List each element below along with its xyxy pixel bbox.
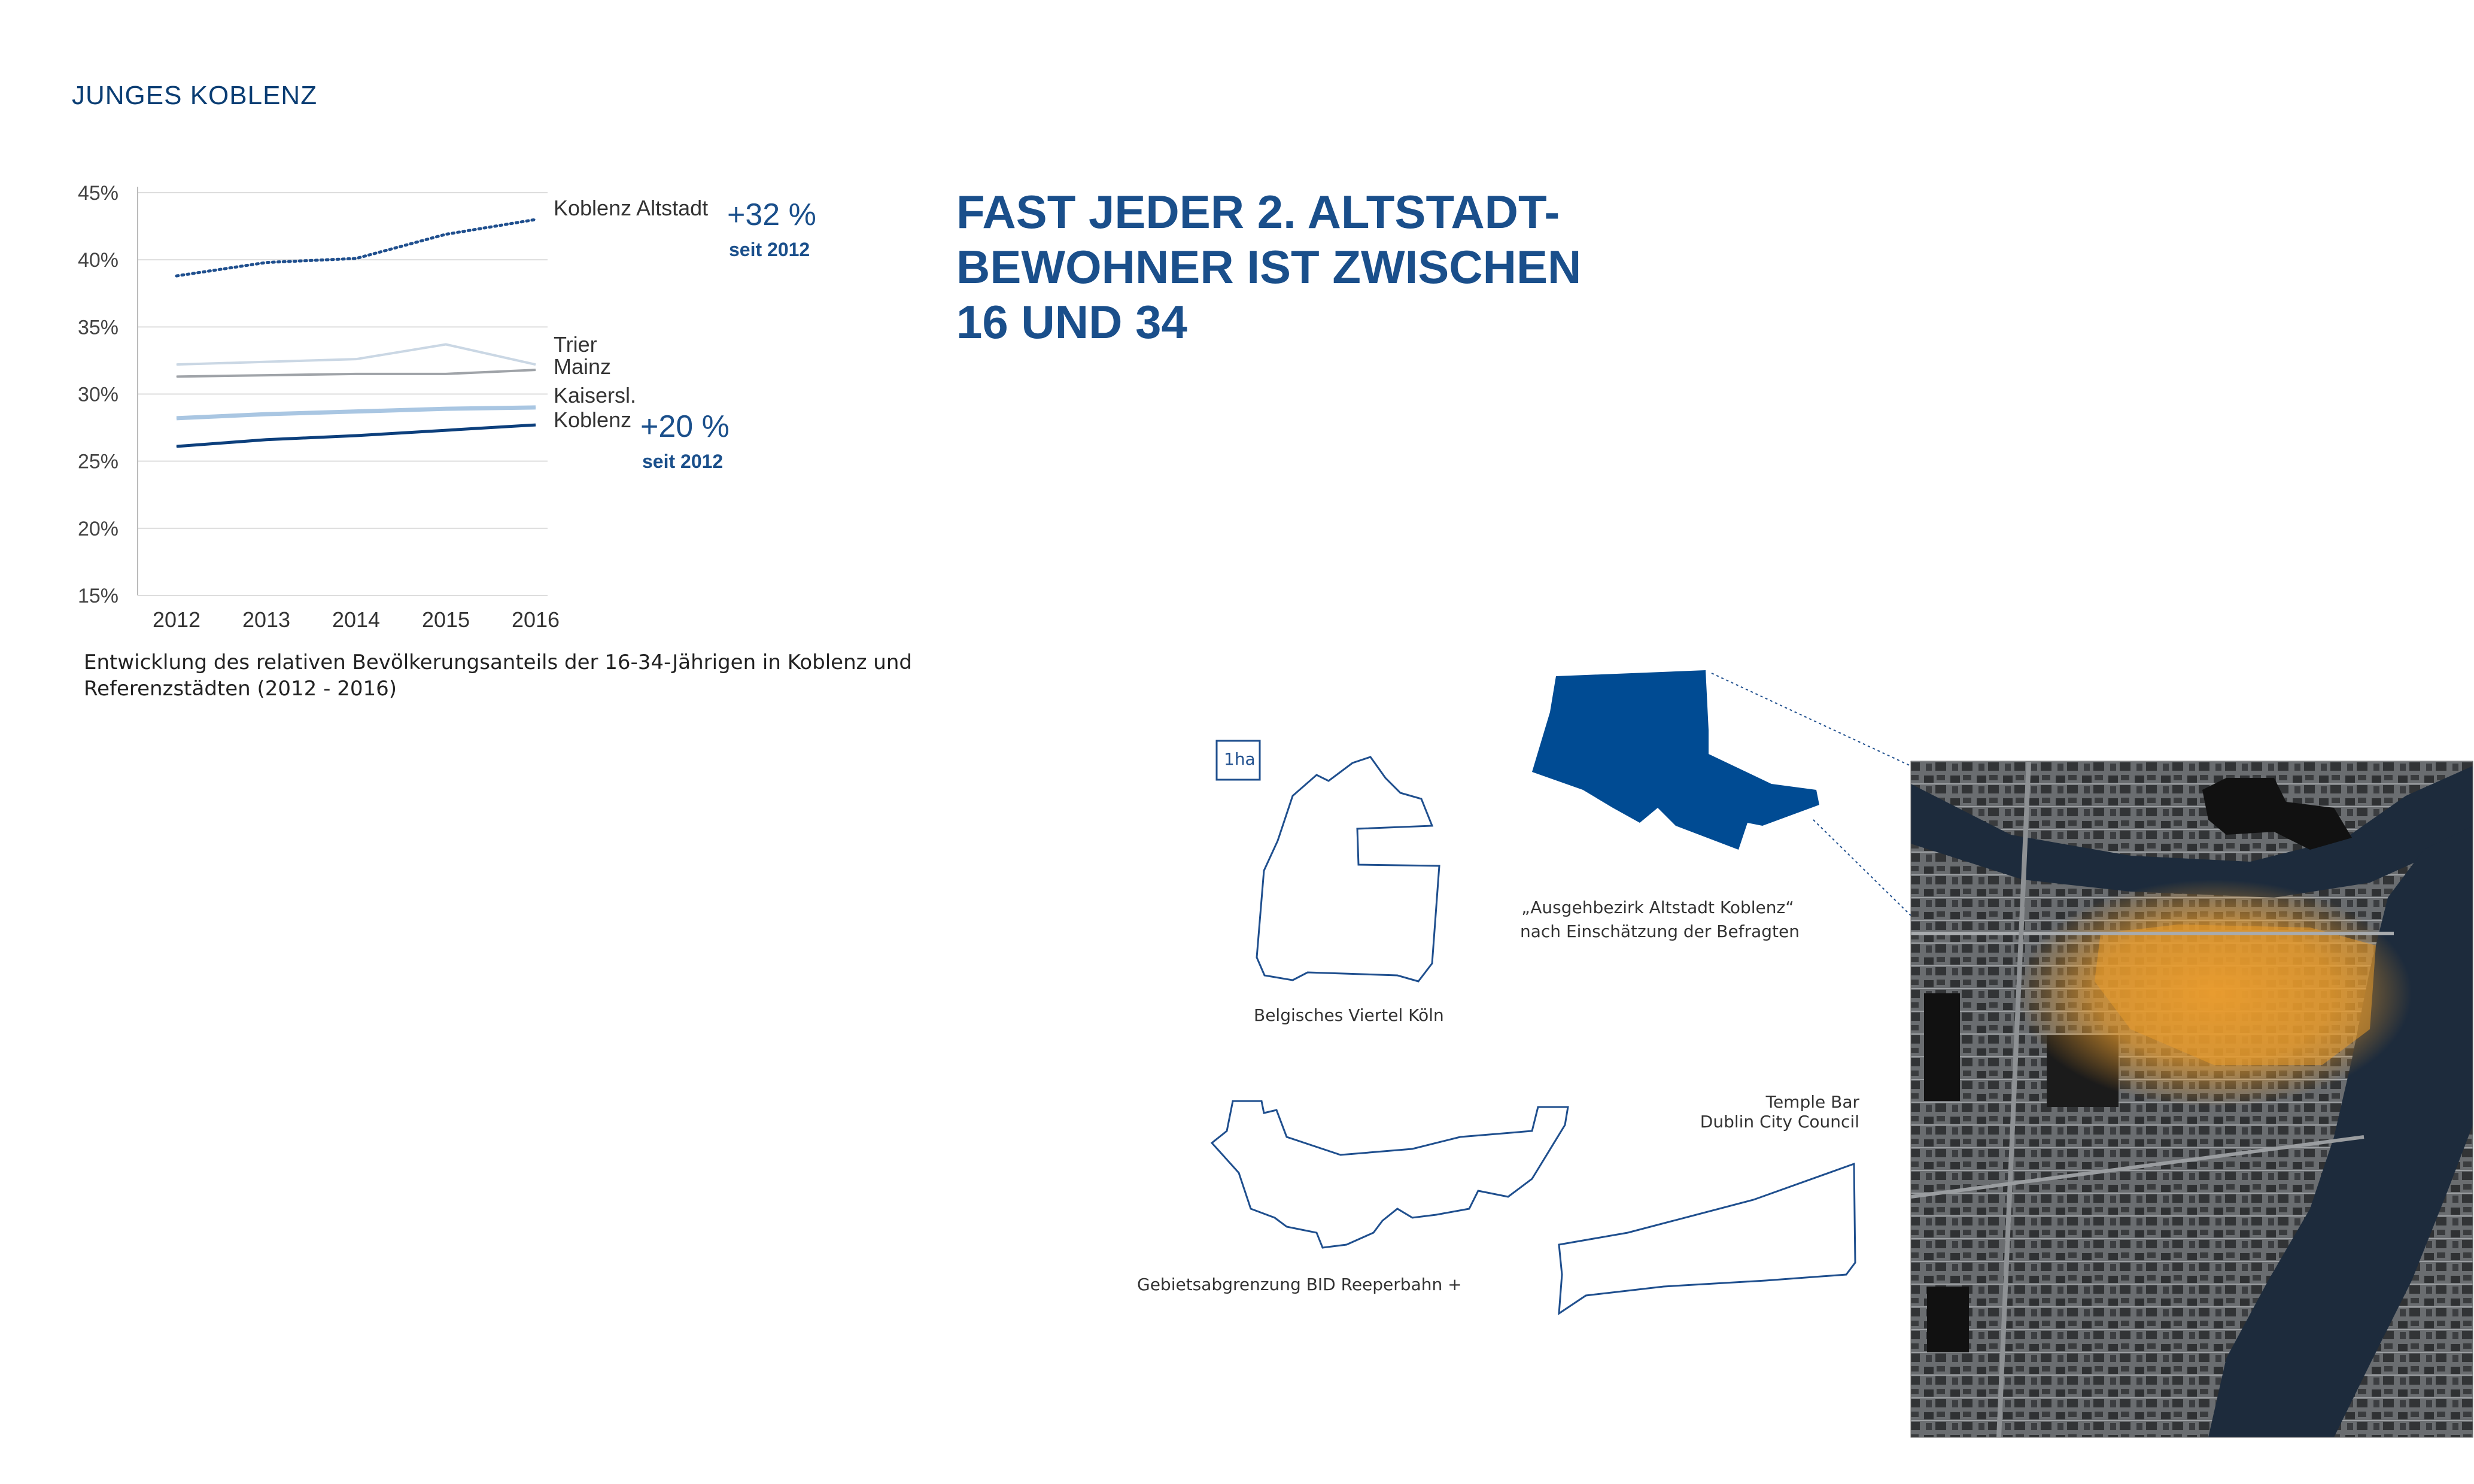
y-tick-label: 40%: [78, 249, 118, 272]
scale-label: 1ha: [1224, 749, 1256, 769]
data-point: [266, 439, 267, 440]
koblenz-change-label: +20 %: [640, 409, 730, 444]
x-tick-label: 2012: [153, 607, 200, 632]
data-point: [266, 361, 267, 363]
chart-lines: [175, 218, 537, 448]
x-tick-label: 2013: [242, 607, 290, 632]
series-label: Kaisersl.: [554, 383, 636, 408]
y-tick-label: 35%: [78, 316, 118, 339]
connector-line-bottom: [1813, 819, 1911, 916]
chart-caption: Entwicklung des relativen Bevölkerungsan…: [84, 649, 912, 702]
data-point: [355, 373, 357, 375]
river-mosel: [1911, 766, 2473, 898]
ausgehbezirk-label-line-1: „Ausgehbezirk Altstadt Koblenz“: [1521, 898, 1794, 917]
connector-line-top: [1711, 673, 1911, 767]
belgisches-viertel-outline: [1256, 756, 1440, 983]
y-tick-label: 25%: [78, 451, 118, 473]
y-tick-label: 30%: [78, 384, 118, 406]
ausgehbezirk-label-line-2: nach Einschätzung der Befragten: [1520, 922, 1800, 941]
headline: FAST JEDER 2. ALTSTADT- BEWOHNER IST ZWI…: [956, 184, 1581, 349]
y-tick-label: 15%: [78, 585, 118, 607]
headline-line-1: FAST JEDER 2. ALTSTADT-: [956, 186, 1560, 238]
scale-box: [1215, 740, 1261, 781]
y-tick-label: 20%: [78, 518, 118, 540]
data-point: [355, 358, 357, 360]
y-tick-labels: 45% 40% 35% 30% 25% 20% 15%: [78, 182, 118, 607]
reeperbahn-label: Gebietsabgrenzung BID Reeperbahn +: [1137, 1275, 1462, 1294]
series-label: Trier: [554, 332, 597, 357]
altstadt-change-label: +32 %: [727, 197, 816, 232]
series-label: Koblenz Altstadt: [554, 196, 708, 220]
ausgehbezirk-label: „Ausgehbezirk Altstadt Koblenz“ nach Ein…: [1520, 896, 1800, 944]
temple-bar-outline: [1558, 1162, 1856, 1315]
data-point: [355, 258, 357, 259]
koblenz-since-label: seit 2012: [642, 451, 723, 472]
data-point: [266, 262, 267, 263]
caption-line-2: Referenzstädten (2012 - 2016): [84, 677, 397, 701]
temple-bar-label-line-1: Temple Bar: [1765, 1092, 1859, 1112]
data-point: [266, 375, 267, 376]
altstadt-since-label: seit 2012: [729, 239, 810, 260]
caption-line-1: Entwicklung des relativen Bevölkerungsan…: [84, 650, 912, 674]
headline-line-3: 16 UND 34: [956, 296, 1187, 348]
x-tick-label: 2014: [332, 607, 380, 632]
x-tick-label: 2015: [422, 607, 470, 632]
x-tick-labels: 2012 2013 2014 2015 2016: [153, 607, 560, 632]
series-labels: Koblenz AltstadtTrierMainzKaisersl.Koble…: [554, 196, 708, 432]
reeperbahn-outline: [1210, 1100, 1569, 1249]
temple-bar-label-line-2: Dublin City Council: [1700, 1112, 1859, 1132]
data-point: [266, 413, 267, 415]
x-tick-label: 2016: [512, 607, 560, 632]
headline-line-2: BEWOHNER IST ZWISCHEN: [956, 241, 1582, 293]
temple-bar-label: Temple Bar Dublin City Council: [1616, 1092, 1859, 1132]
data-point: [355, 411, 357, 412]
koblenz-ausgehbezirk-shape: [1532, 670, 1819, 850]
y-tick-label: 45%: [78, 182, 118, 205]
belgisches-viertel-label: Belgisches Viertel Köln: [1254, 1005, 1444, 1025]
series-label: Mainz: [554, 354, 611, 379]
series-label: Koblenz: [554, 408, 631, 432]
section-title: JUNGES KOBLENZ: [72, 81, 318, 110]
aerial-map: [1910, 761, 2473, 1438]
